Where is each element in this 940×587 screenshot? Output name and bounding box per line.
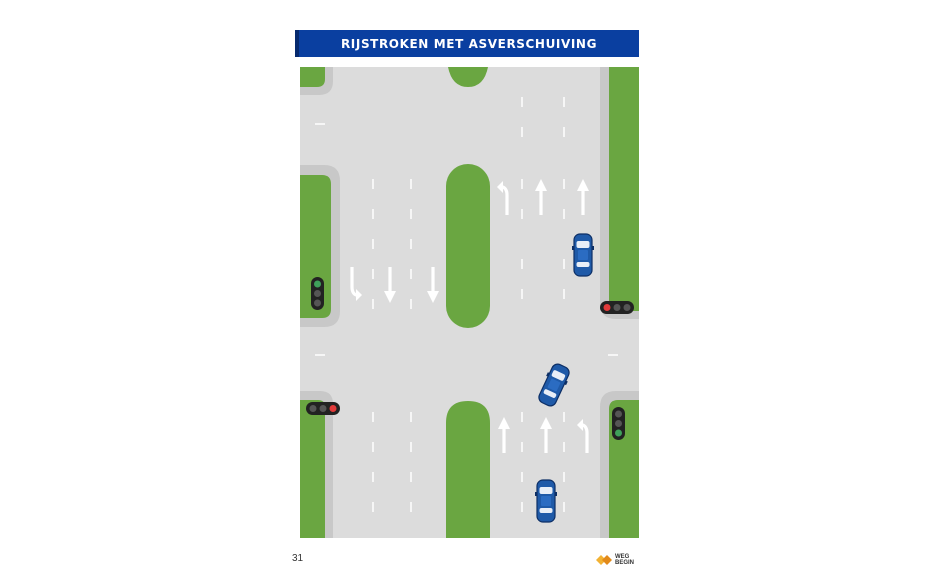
page-title: RIJSTROKEN MET ASVERSCHUIVING [340,36,598,51]
car-icon [534,479,558,523]
logo: WEG BEGIN [596,554,634,566]
logo-line1: WEG [615,554,630,560]
intersection-diagram [300,67,639,538]
grass-bottom-left [300,391,333,538]
median-center [446,164,490,328]
logo-line2: BEGIN [615,560,635,566]
traffic-light-icon [612,407,625,440]
median-top [448,67,488,87]
logo-icon [596,555,612,565]
traffic-light-icon [311,277,324,310]
grass-right-top [600,67,639,319]
median-bottom [446,401,490,538]
grass-top-left [300,67,333,95]
title-bar: RIJSTROKEN MET ASVERSCHUIVING [295,30,639,57]
page-number: 31 [292,553,304,564]
car-icon [571,233,595,277]
traffic-light-icon [306,402,340,415]
lane-markings [315,97,618,512]
traffic-light-icon [600,301,634,314]
